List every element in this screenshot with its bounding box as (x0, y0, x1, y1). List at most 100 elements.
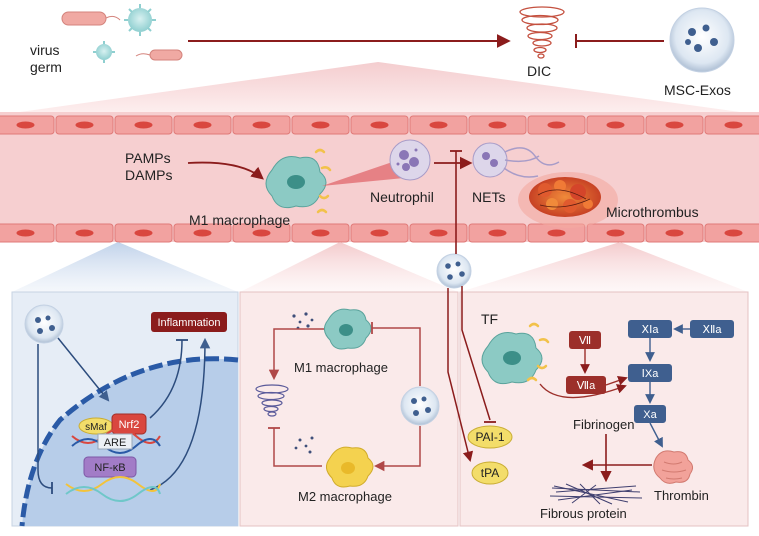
endothelial-nucleus (16, 121, 35, 129)
exos-to-nrf2-arrow (57, 337, 110, 402)
tornado-m2-line (273, 428, 322, 467)
right-panel-glow (460, 242, 748, 292)
endothelial-nucleus (193, 121, 212, 129)
f7a-to-f9a-arrow (605, 375, 628, 386)
endothelial-nucleus (134, 121, 153, 129)
endothelium-bottom (0, 223, 759, 243)
factor-xa-box (634, 405, 666, 423)
germ-label: germ (30, 59, 62, 75)
factor-11a-label: ⅩⅠa (642, 324, 660, 336)
factor-9a-box (628, 364, 672, 382)
nfkb-label: NF-κB (94, 462, 125, 474)
endothelial-nucleus (370, 121, 389, 129)
fibrinogen-label: Fibrinogen (573, 417, 634, 432)
pai1-badge (467, 425, 513, 449)
m2-macrophage-label: M2 macrophage (298, 489, 392, 504)
nets-icon (472, 142, 560, 178)
m1-macrophage-mid-label: M1 macrophage (294, 360, 388, 375)
factor-xa-label: Xa (643, 409, 657, 421)
pathogen-group (61, 4, 183, 63)
endothelial-nucleus (16, 229, 35, 237)
endothelial-nucleus (75, 121, 94, 129)
tornado-icon (255, 384, 289, 417)
pai1-label: PAI-1 (475, 430, 504, 444)
nuclear-membrane (19, 356, 239, 527)
tpa-badge (471, 461, 509, 485)
pamps-label: PAMPs (125, 150, 171, 166)
damps-label: DAMPs (125, 167, 172, 183)
fibrous-protein-label: Fibrous protein (540, 506, 627, 521)
tornado-icon (519, 6, 565, 59)
thrombin-label: Thrombin (654, 488, 709, 503)
tf-macrophage-icon (481, 332, 543, 385)
factor-9a-label: ⅠXa (642, 368, 660, 380)
dna-helix-icon (65, 476, 161, 502)
exos-inhibit-m1-line (372, 327, 421, 386)
cytokine-icon (314, 148, 332, 214)
m1-macrophage-mid-icon (324, 308, 372, 350)
endothelial-nucleus (606, 229, 625, 237)
thrombin-icon (653, 450, 694, 484)
endothelial-nucleus (724, 229, 743, 237)
endothelial-nucleus (429, 229, 448, 237)
exos-to-m2-arrow (373, 426, 421, 472)
factor-7a-label: Ⅶa (577, 380, 596, 392)
neutrophil-icon (389, 139, 431, 181)
nfkb-to-inflammation-arrow (149, 337, 211, 491)
exos-to-tpa-arrow (447, 288, 474, 463)
endothelial-nucleus (134, 229, 153, 237)
smaf-label: sMaf (85, 422, 107, 433)
endothelial-nucleus (488, 121, 507, 129)
msc-exosome-icon (669, 7, 735, 73)
signal-beam (322, 158, 404, 186)
m1-macrophage-icon (265, 156, 327, 209)
left-panel-glow (12, 242, 238, 292)
cytokine-dots-icon (294, 436, 314, 454)
msc-exos-label: MSC-Exos (664, 82, 731, 98)
endothelial-nucleus (665, 229, 684, 237)
exos-inhibit-pai1-line (461, 286, 491, 421)
nets-label: NETs (472, 189, 505, 205)
nrf2-label: Nrf2 (119, 419, 140, 431)
factor-12a-label: ⅩⅡa (702, 324, 722, 336)
exos-inhibit-nfkb-line (37, 344, 53, 489)
cytokine-icon (526, 322, 550, 382)
m1-macrophage-label: M1 macrophage (189, 212, 290, 228)
nrf2-inhibit-inflammation-line (149, 339, 183, 419)
dic-label: DIC (527, 63, 551, 79)
xa-to-thrombin-arrow (649, 422, 663, 448)
endothelial-nucleus (311, 121, 330, 129)
fibrous-protein-icon (549, 483, 643, 505)
msc-exosome-mid-icon (400, 386, 440, 426)
m1-to-tornado-arrow (268, 328, 324, 381)
virus-icon (124, 4, 156, 36)
factor-11a-box (628, 320, 672, 338)
nfkb-box (83, 456, 137, 478)
endothelial-nucleus (311, 229, 330, 237)
endothelial-nucleus (488, 229, 507, 237)
virus-label: virus (30, 42, 60, 58)
bacterium-icon (61, 11, 107, 26)
endothelial-nucleus (429, 121, 448, 129)
microthrombus-label: Microthrombus (606, 204, 699, 220)
endothelium-top (0, 115, 759, 135)
msc-exosome-center-icon (436, 253, 472, 289)
zoom-fan (20, 62, 740, 112)
endothelial-nucleus (370, 229, 389, 237)
endothelial-nucleus (724, 121, 743, 129)
pamps-to-m1-arrow (187, 161, 264, 180)
inflammation-label: Inflammation (158, 317, 221, 329)
neutrophil-label: Neutrophil (370, 189, 434, 205)
dna-helix-icon (71, 428, 161, 454)
endothelial-nucleus (665, 121, 684, 129)
endothelial-nucleus (547, 229, 566, 237)
endothelial-nucleus (252, 229, 271, 237)
inflammation-box (151, 312, 227, 332)
endothelial-nucleus (193, 229, 212, 237)
virus-icon (93, 41, 115, 63)
endothelial-nucleus (252, 121, 271, 129)
endothelial-nucleus (606, 121, 625, 129)
microthrombus-icon (529, 177, 601, 217)
